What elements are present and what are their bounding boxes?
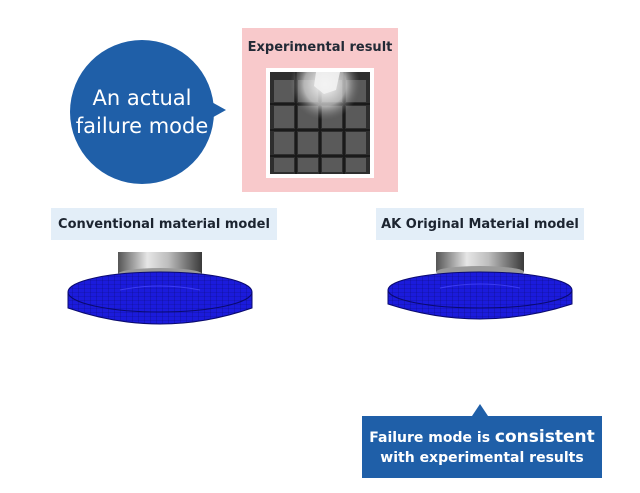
callout-line-1: Failure mode is consistent	[369, 427, 594, 448]
callout-prefix: Failure mode is	[369, 429, 495, 446]
callout-emphasis: consistent	[494, 426, 595, 447]
ak-original-model-simulation	[387, 252, 573, 320]
cracked-tile-grid-image	[270, 72, 370, 174]
experimental-result-title: Experimental result	[247, 40, 393, 55]
failure-mode-bubble: An actual failure mode	[70, 40, 214, 184]
bubble-tail	[208, 100, 226, 120]
conventional-model-simulation	[67, 252, 253, 325]
callout-line-2: with experimental results	[380, 449, 584, 466]
experimental-result-panel: Experimental result	[242, 28, 398, 192]
cylinder-impactor	[118, 252, 202, 274]
ak-original-model-label: AK Original Material model	[376, 208, 584, 240]
experimental-result-photo	[266, 68, 374, 178]
callout-tail	[472, 404, 488, 416]
conventional-model-label: Conventional material model	[51, 208, 277, 240]
conclusion-callout: Failure mode is consistent with experime…	[362, 416, 602, 478]
bubble-text: An actual failure mode	[75, 86, 209, 138]
